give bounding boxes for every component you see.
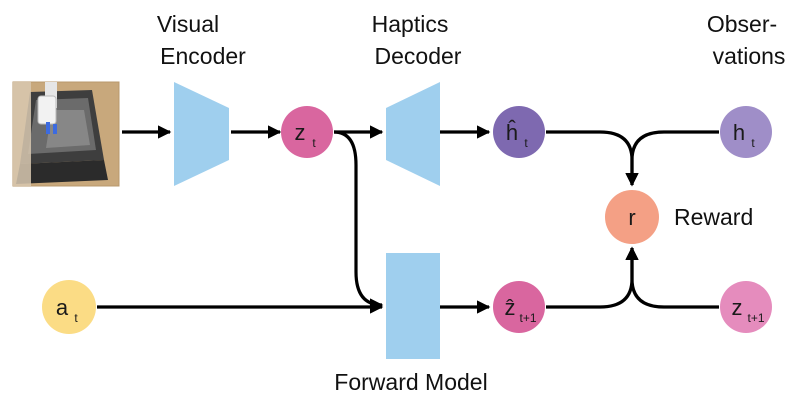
observations-label-line2: vations xyxy=(713,43,786,69)
arrow-h-to-reward xyxy=(625,130,719,187)
node-h-t-subscript: t xyxy=(751,136,755,150)
haptics-decoder-label-line1: Haptics xyxy=(372,11,449,37)
node-h-hat-t: ĥ t xyxy=(493,106,545,158)
node-z-t1: z t+1 xyxy=(720,281,772,333)
node-h-hat-t-subscript: t xyxy=(524,136,528,150)
node-z-t-subscript: t xyxy=(312,136,316,150)
forward-model-block xyxy=(386,253,440,359)
arrow-zhat-to-reward xyxy=(546,246,639,309)
visual-encoder-label-line2: Encoder xyxy=(160,43,246,69)
forward-model-label: Forward Model xyxy=(334,369,487,395)
haptics-decoder-label-line2: Decoder xyxy=(375,43,462,69)
camera-image xyxy=(12,81,120,187)
node-z-hat-t1: ẑ t+1 xyxy=(493,281,545,333)
node-a-t-subscript: t xyxy=(74,311,78,325)
node-a-t-symbol: a xyxy=(56,295,69,320)
node-z-t1-symbol: z xyxy=(732,295,743,320)
arrow-znext-to-reward xyxy=(625,246,719,309)
node-h-t-symbol: h xyxy=(733,120,745,145)
node-h-hat-t-symbol: ĥ xyxy=(506,120,518,145)
node-reward: r xyxy=(605,190,659,244)
node-z-t: z t xyxy=(281,106,333,158)
visual-encoder-block xyxy=(174,82,229,186)
node-z-hat-t1-subscript: t+1 xyxy=(519,311,536,325)
node-z-t1-subscript: t+1 xyxy=(747,311,764,325)
node-h-t: h t xyxy=(720,106,772,158)
node-reward-symbol: r xyxy=(628,205,635,230)
node-z-t-symbol: z xyxy=(295,120,306,145)
haptics-decoder-block xyxy=(386,82,440,186)
arrow-hhat-to-reward xyxy=(546,130,639,187)
arrow-z-to-forward-model xyxy=(333,130,384,312)
visual-encoder-label-line1: Visual xyxy=(157,11,219,37)
reward-label: Reward xyxy=(674,204,753,230)
node-a-t: a t xyxy=(42,280,96,334)
node-z-hat-t1-symbol: ẑ xyxy=(505,295,516,320)
observations-label-line1: Obser- xyxy=(707,11,777,37)
